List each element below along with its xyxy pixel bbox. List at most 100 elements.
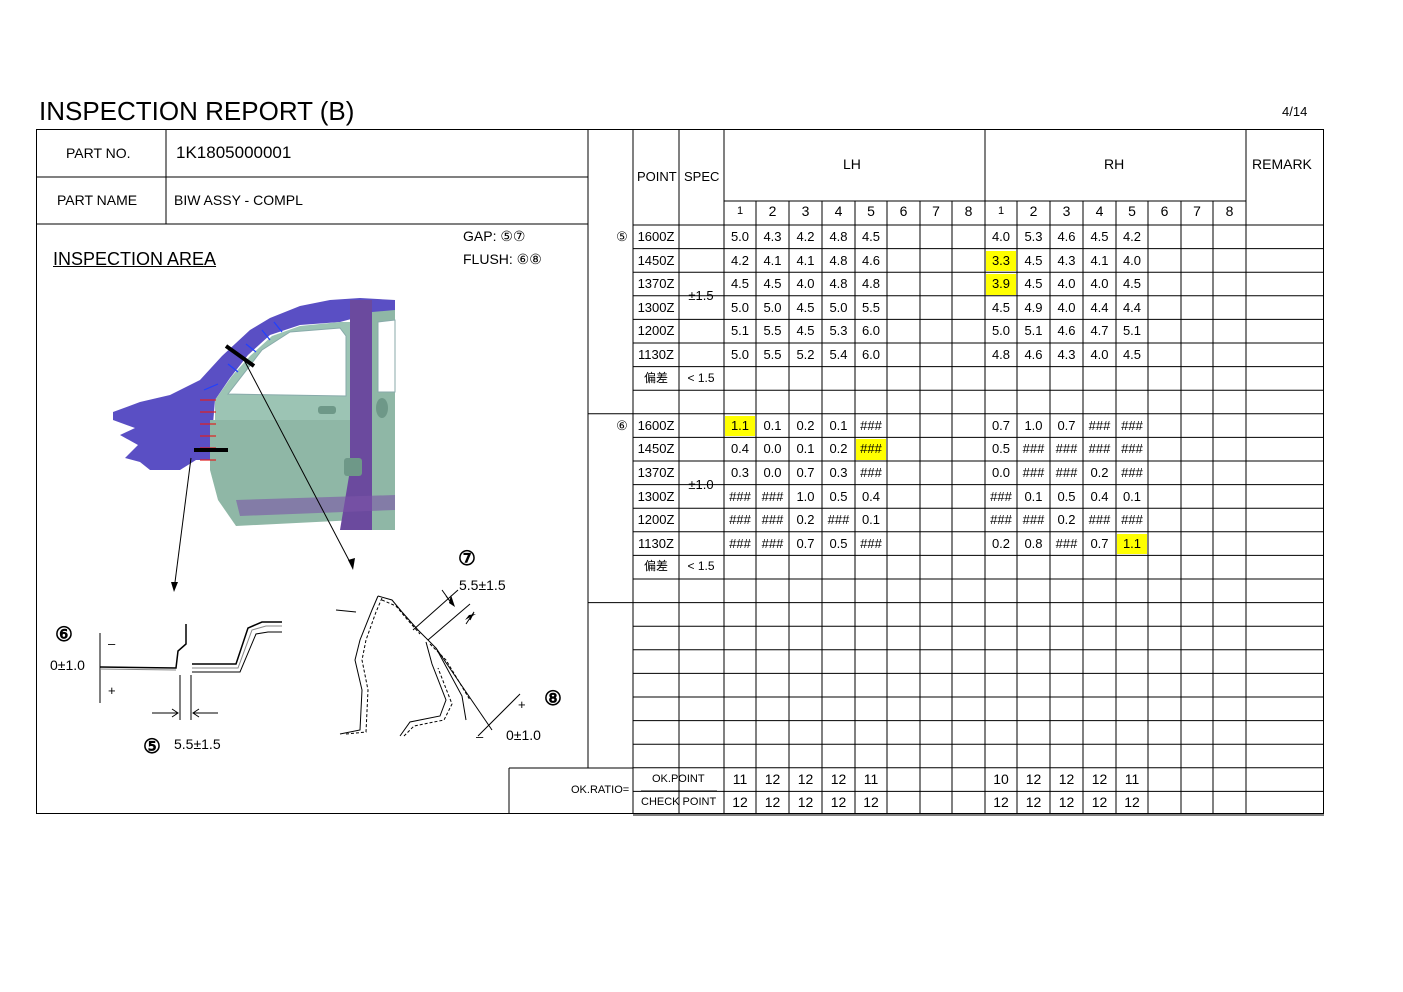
lh-value: 4.8 [829,276,848,292]
flush8-minus: – [476,729,484,744]
lh-value: 0.7 [796,535,815,551]
rh-value: 4.4 [1090,299,1109,315]
lh-value: 4.5 [763,276,782,292]
lh-value: 0.2 [796,417,815,433]
group-marker: ⑤ [616,229,628,244]
lh-value: 4.3 [763,229,782,244]
lh-value: 4.8 [829,229,848,244]
rh-value: 5.3 [1024,229,1043,244]
rh-value: ### [990,488,1012,504]
rh-value: ### [1088,417,1111,433]
rh-value: ### [1121,441,1143,457]
rh-value: 4.9 [1024,299,1043,315]
point-label: 1130Z [638,347,674,362]
rh-col-number: 4 [1095,203,1104,219]
rh-value: 0.7 [1057,417,1076,433]
lh-value: ### [761,488,784,504]
lh-value: ### [827,512,850,528]
lh-value: 5.3 [829,323,848,339]
lh-value: 0.5 [829,535,848,551]
lh-value: 4.8 [861,276,881,292]
lh-value: 5.0 [730,229,750,244]
rh-value: 4.7 [1090,323,1109,339]
lh-value: ### [729,512,751,528]
lh-value: 4.8 [829,252,848,268]
lh-value: 0.1 [763,417,782,433]
group-marker: ⑥ [616,417,628,433]
spec-header: SPEC [684,169,720,184]
rh-value: ### [1121,465,1143,480]
check-point-lh: 12 [830,794,847,811]
lh-col-number: 3 [801,203,810,219]
marker-6: ⑥ [55,624,73,646]
lh-value: ### [729,488,751,504]
lh-col-number: 2 [768,203,777,219]
lh-value: 4.2 [730,252,750,268]
rh-value: 4.0 [991,229,1011,244]
point-label: 1200Z [637,323,675,339]
lh-col-number: 8 [964,203,973,219]
flush6-minus: – [108,636,116,651]
lh-value: 0.2 [796,512,815,528]
point-label: 1370Z [637,465,675,480]
marker-8: ⑧ [544,688,562,710]
lh-value: 1.1 [725,415,755,437]
lh-value: ### [860,465,882,480]
lh-value: 4.6 [861,252,881,268]
point-label: 1600Z [637,229,675,244]
gap5-spec: 5.5±1.5 [174,736,221,752]
lh-value: 4.1 [796,252,815,268]
lh-value: 4.5 [730,276,750,292]
lh-value: 5.2 [796,347,815,362]
rh-value: 0.0 [991,465,1011,480]
lh-value: 0.1 [796,441,815,457]
lh-value: 0.5 [829,488,848,504]
rh-value: 0.2 [991,535,1011,551]
ok-point-lh: 12 [830,770,847,787]
rh-value: 4.6 [1057,229,1076,244]
lh-col-number: 5 [867,203,875,219]
marker-5: ⑤ [143,736,161,758]
lh-value: 5.4 [829,347,848,362]
rh-value: 4.5 [991,299,1011,315]
gap7-spec: 5.5±1.5 [459,577,506,593]
rh-value: 4.5 [1090,229,1109,244]
lh-value: 5.5 [861,299,881,315]
check-point-rh: 12 [993,794,1009,811]
point-label: 1370Z [637,276,675,292]
rh-value: 0.5 [991,441,1011,457]
rh-value: ### [1088,441,1111,457]
ok-point-label: OK.POINT [652,773,705,785]
rh-value: 4.8 [991,347,1011,362]
lh-value: 5.0 [730,347,750,362]
rh-value: 0.5 [1057,488,1076,504]
lh-value: 0.3 [730,465,750,480]
rh-value: 4.5 [1122,347,1142,362]
lh-value: 4.5 [861,229,881,244]
rh-value: ### [1088,512,1111,528]
rh-col-number: 1 [997,205,1005,217]
lh-value: 6.0 [861,347,881,362]
check-point-lh: 12 [732,794,748,811]
rh-value: 3.9 [986,274,1016,295]
marker-7: ⑦ [458,548,476,570]
group-spec: ±1.5 [688,288,714,303]
point-label: 1450Z [637,252,675,268]
lh-value: ### [729,535,751,551]
remark-header: REMARK [1252,156,1312,172]
rh-value: 4.0 [1122,252,1142,268]
deviation-label: 偏差 [643,559,668,574]
check-point-rh: 12 [1025,794,1042,811]
rh-value: 4.0 [1057,299,1076,315]
rh-value: ### [1055,465,1078,480]
section-7-8-sketch [335,589,521,737]
deviation-value: < 1.5 [687,559,715,574]
check-point-rh: 12 [1091,794,1108,811]
rh-value: 1.0 [1024,417,1043,433]
part-name-label: PART NAME [57,192,138,208]
rh-value: ### [1022,512,1045,528]
lh-value: ### [761,512,784,528]
check-point-rh: 12 [1124,794,1140,811]
point-header: POINT [637,169,677,184]
report-frame [36,129,1324,814]
